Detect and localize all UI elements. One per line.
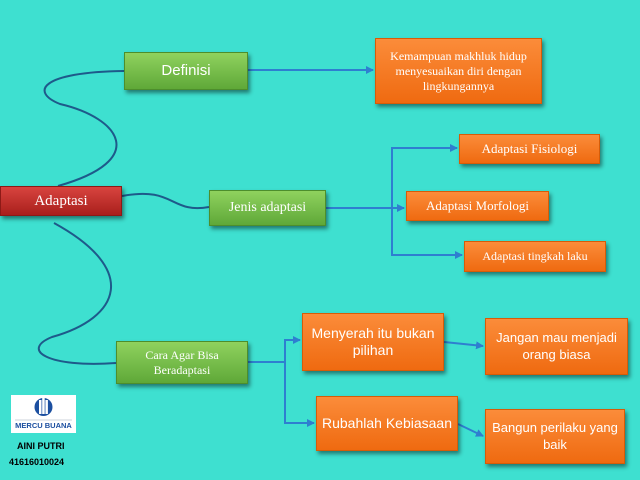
cara-step-label: Rubahlah Kebiasaan: [322, 414, 452, 431]
arrow-rubahlah-to-bangun: [457, 423, 484, 437]
cara-result-jangan: Jangan mau menjadi orang biasa: [485, 318, 628, 375]
curve-root-to-definisi: [43, 70, 125, 187]
definition-detail-node: Kemampuan makhluk hidup menyesuaikan dir…: [375, 38, 542, 104]
author-name: AINI PUTRI: [17, 441, 65, 451]
cara-result-bangun: Bangun perilaku yang baik: [485, 409, 625, 464]
jenis-item-morfologi: Adaptasi Morfologi: [406, 191, 549, 221]
curve-root-to-cara: [37, 222, 117, 365]
arrow-cara-to-rubahlah: [284, 362, 315, 427]
branch-jenis-label: Jenis adaptasi: [228, 200, 307, 216]
cara-step-label: Menyerah itu bukan pilihan: [311, 324, 435, 359]
arrow-jenis-to-tingkah-laku: [391, 208, 463, 259]
university-logo: MERCU BUANA: [11, 395, 76, 433]
branch-node-jenis-adaptasi: Jenis adaptasi: [209, 190, 326, 226]
author-id: 41616010024: [9, 457, 65, 467]
root-node-label: Adaptasi: [34, 192, 88, 209]
arrow-menyerah-to-jangan: [443, 341, 484, 350]
root-node-adaptasi: Adaptasi: [0, 186, 122, 216]
branch-cara-label: Cara Agar Bisa Beradaptasi: [145, 347, 219, 377]
jenis-item-fisiologi: Adaptasi Fisiologi: [459, 134, 600, 164]
university-logo-icon: MERCU BUANA: [15, 398, 72, 430]
cara-step-menyerah: Menyerah itu bukan pilihan: [302, 313, 444, 371]
jenis-item-label: Adaptasi Morfologi: [426, 197, 529, 213]
cara-step-rubahlah: Rubahlah Kebiasaan: [316, 396, 458, 451]
branch-node-definisi: Definisi: [124, 52, 248, 90]
branch-node-cara-beradaptasi: Cara Agar Bisa Beradaptasi: [116, 341, 248, 384]
branch-definisi-label: Definisi: [161, 61, 211, 79]
cara-result-label: Jangan mau menjadi orang biasa: [496, 330, 617, 362]
curve-root-to-jenis: [121, 192, 210, 210]
jenis-item-label: Adaptasi tingkah laku: [482, 249, 588, 263]
cara-result-label: Bangun perilaku yang baik: [492, 420, 618, 452]
arrow-cara-to-menyerah: [248, 336, 301, 363]
jenis-item-label: Adaptasi Fisiologi: [481, 140, 578, 156]
definition-detail-text: Kemampuan makhluk hidup menyesuaikan dir…: [390, 48, 527, 93]
logo-text: MERCU BUANA: [15, 421, 72, 430]
jenis-item-tingkah-laku: Adaptasi tingkah laku: [464, 241, 606, 272]
